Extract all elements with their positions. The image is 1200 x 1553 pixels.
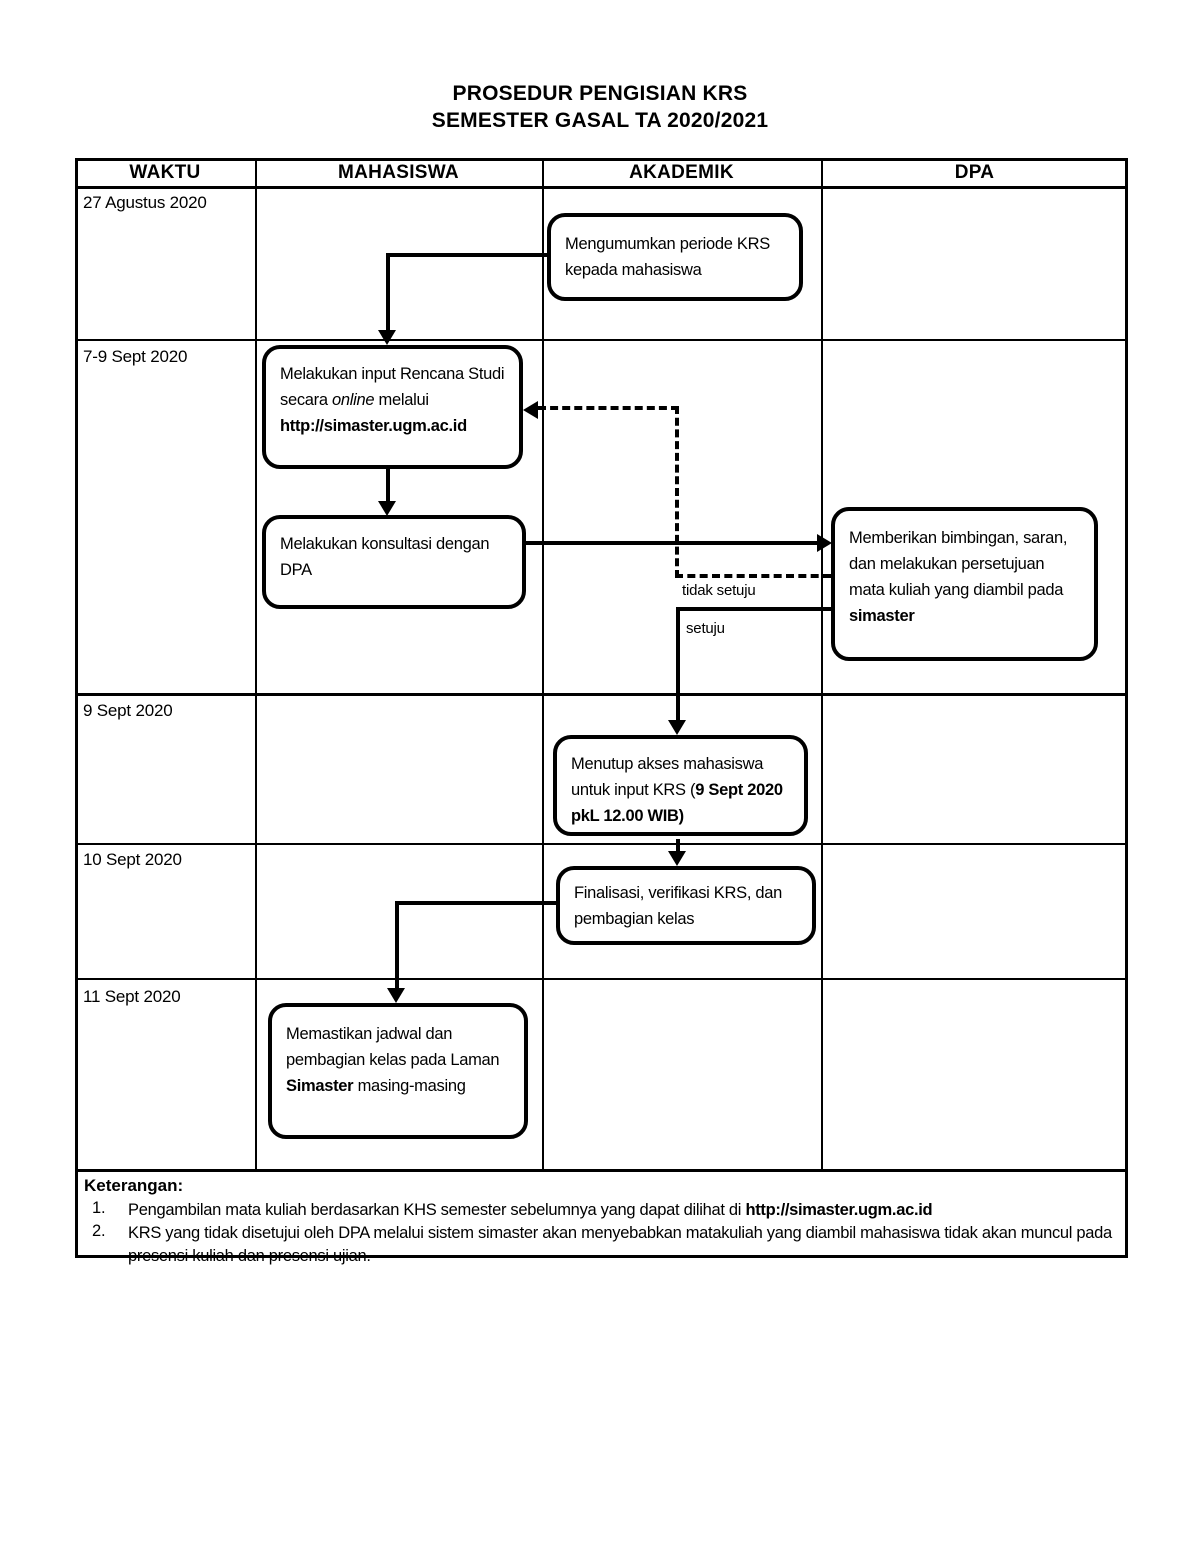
flow-box-memastikan-jadwal: Memastikan jadwal dan pembagian kelas pa…	[268, 1003, 528, 1139]
keterangan-item-1-text: Pengambilan mata kuliah berdasarkan KHS …	[128, 1199, 1128, 1222]
arrowhead-down-into-input	[378, 330, 396, 345]
input-url-bold: http://simaster.ugm.ac.id	[280, 417, 467, 435]
connector-setuju-horizontal	[676, 607, 831, 611]
close-text: Menutup akses mahasiswa untuk input KRS …	[571, 755, 764, 799]
arrowhead-left-into-input-tidak-setuju	[523, 401, 538, 419]
row-date-27-agustus: 27 Agustus 2020	[83, 193, 207, 212]
final-text: Finalisasi, verifikasi KRS, dan pembagia…	[574, 884, 783, 928]
table-row-divider-4	[75, 978, 1128, 980]
input-text-2: melalui	[374, 391, 429, 409]
keterangan-item-1-url-bold: http://simaster.ugm.ac.id	[745, 1201, 933, 1219]
column-header-dpa: DPA	[954, 162, 995, 183]
title-line-1: PROSEDUR PENGISIAN KRS	[452, 82, 748, 105]
table-header-divider	[75, 186, 1128, 189]
connector-input-to-konsultasi	[386, 469, 390, 501]
flow-box-announce-krs-period: Mengumumkan periode KRS kepada mahasiswa	[547, 213, 803, 301]
input-online-italic: online	[332, 391, 375, 409]
keterangan-item-2-body: KRS yang tidak disetujui oleh DPA melalu…	[128, 1224, 1112, 1265]
input-text: Melakukan input Rencana Studi secara	[280, 365, 505, 409]
connector-konsultasi-to-dpa	[526, 541, 817, 545]
close-deadline-bold: 9 Sept 2020 pkL 12.00 WIB	[571, 781, 783, 825]
flow-box-konsultasi-dpa: Melakukan konsultasi dengan DPA	[262, 515, 526, 609]
connector-announce-to-input-vertical	[386, 253, 390, 330]
connector-close-to-final	[676, 839, 680, 852]
ensure-simaster-bold: Simaster	[286, 1077, 354, 1095]
arrowhead-down-into-ensure	[387, 988, 405, 1003]
flow-box-finalisasi: Finalisasi, verifikasi KRS, dan pembagia…	[556, 866, 816, 945]
dpa-simaster-bold: simaster	[849, 607, 915, 625]
row-date-7-9-sept: 7-9 Sept 2020	[83, 347, 188, 366]
row-date-10-sept: 10 Sept 2020	[83, 850, 182, 869]
keterangan-item-1-body: Pengambilan mata kuliah berdasarkan KHS …	[128, 1201, 746, 1219]
column-header-akademik: AKADEMIK	[629, 162, 734, 183]
close-paren-bold: )	[678, 807, 685, 825]
keterangan-heading: Keterangan:	[84, 1176, 184, 1195]
flow-box-bimbingan-dpa: Memberikan bimbingan, saran, dan melakuk…	[831, 507, 1098, 661]
dashed-connector-tidak-setuju-vertical	[675, 406, 679, 578]
table-row-divider-1	[75, 339, 1128, 341]
connector-final-to-ensure-horizontal	[395, 901, 556, 905]
column-header-mahasiswa: MAHASISWA	[338, 162, 459, 183]
dashed-connector-tidak-setuju-top	[538, 406, 679, 410]
ensure-text-2: masing-masing	[353, 1077, 466, 1095]
table-column-divider-2	[542, 158, 544, 1172]
connector-final-to-ensure-vertical	[395, 901, 399, 989]
row-date-9-sept: 9 Sept 2020	[83, 701, 173, 720]
table-row-divider-3	[75, 843, 1128, 845]
page-title: PROSEDUR PENGISIAN KRS SEMESTER GASAL TA…	[0, 80, 1200, 134]
table-outer-border	[75, 158, 1128, 1258]
dashed-connector-tidak-setuju-bottom	[675, 574, 831, 578]
flow-box-menutup-akses: Menutup akses mahasiswa untuk input KRS …	[553, 735, 808, 836]
edge-label-setuju: setuju	[684, 620, 727, 637]
table-row-divider-2	[75, 693, 1128, 696]
arrowhead-down-into-close	[668, 720, 686, 735]
table-column-divider-1	[255, 158, 257, 1172]
row-date-11-sept: 11 Sept 2020	[83, 987, 181, 1006]
title-line-2: SEMESTER GASAL TA 2020/2021	[431, 109, 769, 132]
connector-setuju-vertical	[676, 607, 680, 722]
keterangan-item-2-number: 2.	[92, 1222, 106, 1240]
edge-label-tidak-setuju: tidak setuju	[680, 582, 758, 599]
keterangan-item-2-text: KRS yang tidak disetujui oleh DPA melalu…	[128, 1222, 1128, 1268]
table-column-divider-3	[821, 158, 823, 1172]
connector-announce-to-input-horizontal	[386, 253, 547, 257]
konsultasi-text: Melakukan konsultasi dengan DPA	[280, 535, 490, 579]
ensure-text: Memastikan jadwal dan pembagian kelas pa…	[286, 1025, 500, 1069]
column-header-waktu: WAKTU	[129, 162, 201, 183]
table-keterangan-divider	[75, 1169, 1128, 1172]
flow-box-input-rencana-studi: Melakukan input Rencana Studi secara onl…	[262, 345, 523, 469]
keterangan-item-1-number: 1.	[92, 1199, 106, 1217]
announce-text: Mengumumkan periode KRS kepada mahasiswa	[565, 235, 770, 279]
arrowhead-right-into-dpa	[817, 534, 832, 552]
arrowhead-down-into-konsultasi	[378, 501, 396, 516]
dpa-text: Memberikan bimbingan, saran, dan melakuk…	[849, 529, 1068, 599]
arrowhead-down-into-final	[668, 851, 686, 866]
